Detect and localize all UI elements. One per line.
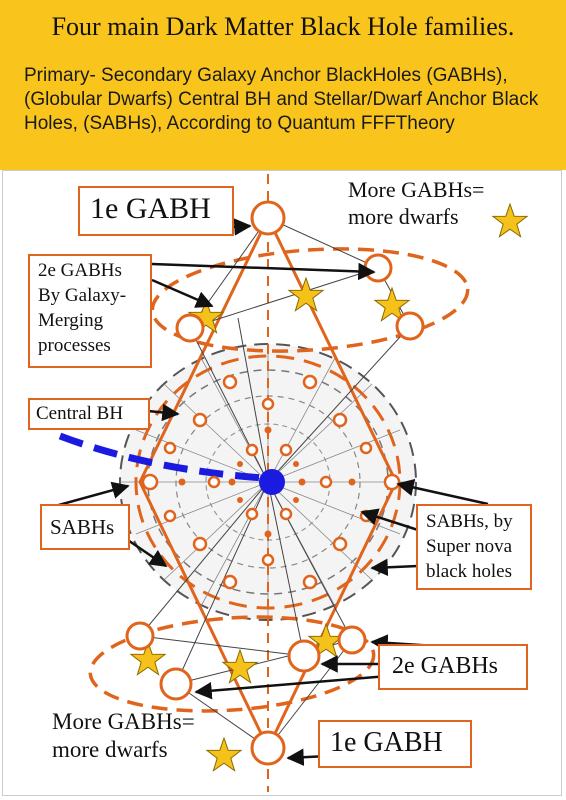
label-sabhs-left: SABHs — [40, 504, 130, 550]
connector-lines — [139, 217, 411, 749]
label-sabhs-supernova: SABHs, by Super nova black holes — [416, 504, 532, 590]
label-1e-gabh-top: 1e GABH — [78, 186, 234, 236]
label-2e-gabhs-bottom: 2e GABHs — [378, 644, 528, 690]
sabh-circles — [141, 374, 401, 590]
header-banner: Four main Dark Matter Black Hole familie… — [0, 0, 566, 170]
label-central-bh: Central BH — [28, 398, 150, 430]
label-more-gabhs-top: More GABHs= more dwarfs — [348, 177, 485, 229]
dark-matter-dots — [178, 426, 356, 538]
label-more-gabhs-bottom: More GABHs= more dwarfs — [52, 709, 195, 762]
star-icon — [492, 203, 528, 238]
star-icon — [206, 737, 242, 772]
label-2e-gabhs-merging: 2e GABHs By Galaxy- Merging processes — [28, 254, 152, 368]
central-bh-trajectory — [58, 432, 265, 482]
bottom-merging-ellipse — [88, 615, 376, 713]
top-merging-ellipse — [150, 247, 470, 353]
star-icon — [288, 277, 324, 312]
star-icon — [222, 649, 258, 684]
central-black-hole — [259, 469, 285, 495]
label-1e-gabh-bottom: 1e GABH — [318, 720, 472, 768]
page-title: Four main Dark Matter Black Hole familie… — [51, 12, 515, 41]
page-subtitle: Primary- Secondary Galaxy Anchor BlackHo… — [24, 65, 539, 134]
gabh-circles — [125, 200, 425, 766]
diagram-frame — [2, 170, 562, 796]
